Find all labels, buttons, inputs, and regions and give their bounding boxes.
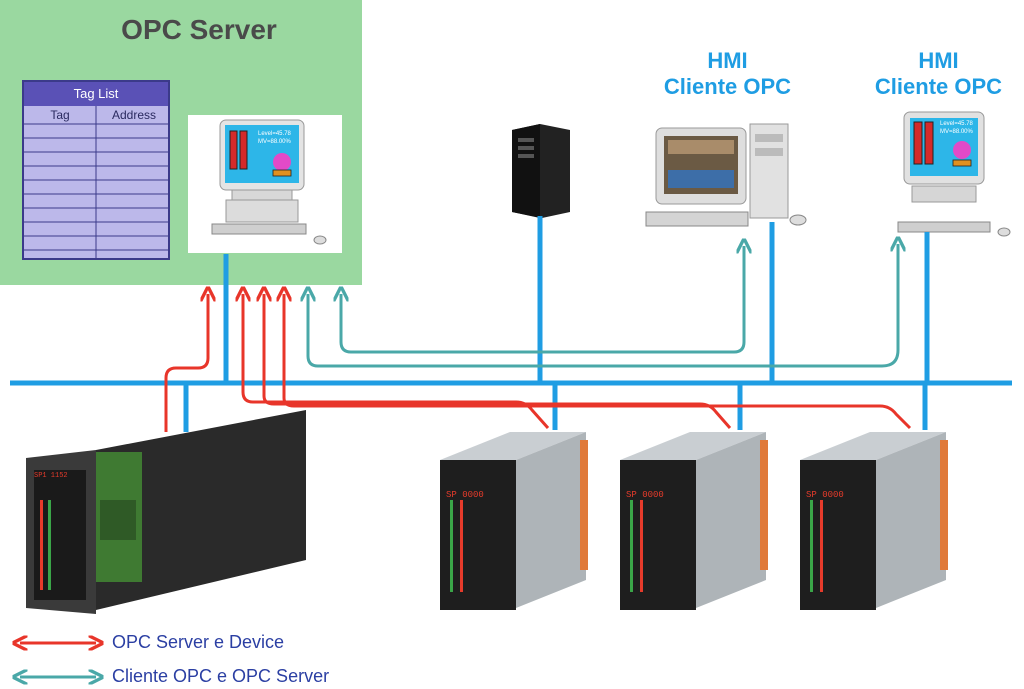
server-device-links: [164, 294, 912, 432]
device-1-label: SP 0000: [446, 490, 484, 500]
large-controller-device-icon: [26, 410, 306, 614]
opc-server-title: OPC Server: [121, 14, 277, 45]
legend-item-server-device: OPC Server e Device: [112, 632, 285, 652]
opc-server-computer: [188, 115, 342, 253]
device-3-label: SP 0000: [806, 490, 844, 500]
server-screen-line1: Level=45.78: [258, 131, 291, 137]
hmi-client-1-computer-icon: [645, 123, 807, 227]
address-column-header: Address: [111, 108, 157, 122]
tag-list-grid: [24, 106, 168, 258]
server-screen-line2: MV=88.00%: [258, 139, 291, 145]
controller-device-3-icon: [800, 432, 948, 610]
client-server-links: [308, 244, 898, 368]
client2-screen-text: Level=45.78 MV=88.00%: [940, 120, 973, 136]
network-bus: [10, 216, 1012, 432]
tag-column-header: Tag: [50, 108, 70, 122]
client2-screen-line1: Level=45.78: [940, 121, 973, 127]
hmi-client-1-line1: HMI: [707, 48, 748, 73]
hmi-client-2-title: HMI Cliente OPC: [856, 48, 1021, 100]
device-2-label: SP 0000: [626, 490, 664, 500]
network-server-tower-icon: [512, 124, 570, 218]
server-screen-text: Level=45.78 MV=88.00%: [258, 130, 291, 146]
hmi-client-1-title: HMI Cliente OPC: [640, 48, 815, 100]
legend-item-client-server: Cliente OPC e OPC Server: [112, 666, 330, 686]
controller-device-2-icon: [620, 432, 768, 610]
controller-device-1-icon: [440, 432, 588, 610]
large-device-label: SP1 1152: [34, 472, 68, 480]
hmi-client-2-computer-icon: [897, 111, 1011, 237]
hmi-client-1-line2: Cliente OPC: [663, 74, 792, 99]
client2-screen-line2: MV=88.00%: [940, 129, 973, 135]
tag-list-table: Tag List Tag Address: [22, 80, 170, 260]
tag-list-title: Tag List: [24, 82, 168, 106]
hmi-client-2-line1: HMI: [918, 48, 959, 73]
hmi-client-2-line2: Cliente OPC: [874, 74, 1003, 99]
